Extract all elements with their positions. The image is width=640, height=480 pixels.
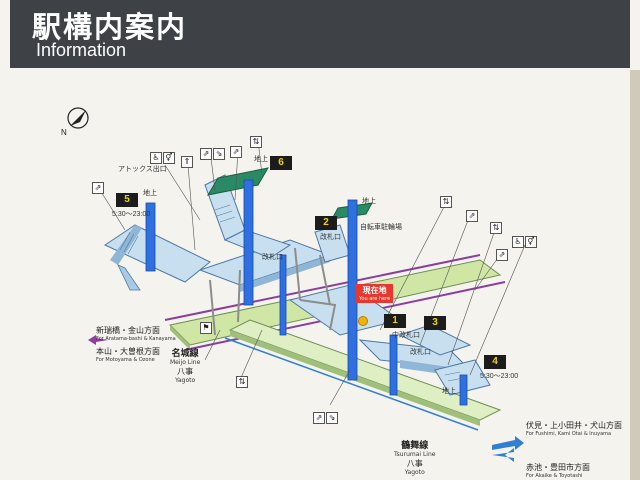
escalator-icon: ⇗: [230, 146, 242, 158]
toilet-icon: ⚑: [200, 322, 212, 334]
you-are-here-dot: [358, 316, 368, 326]
elevator-icon: ⇅: [236, 376, 248, 388]
elevator-icon: ⇅: [440, 196, 452, 208]
exit-5-hours: 5:30〜23:00: [112, 211, 151, 218]
compass-icon: [67, 107, 89, 129]
board-header: 駅構内案内 Information: [10, 0, 630, 68]
gate-label: 改札口: [320, 234, 341, 241]
exit-4-hours: 5:30〜23:00: [480, 373, 519, 380]
elevator-icon: ⇅: [250, 136, 262, 148]
destination-fushimi-inuyama: 伏見・上小田井・犬山方面 For Fushimi, Kami Otai & In…: [526, 421, 622, 437]
escalator-icon: ⇗: [466, 210, 478, 222]
gate-label: 改札口: [410, 349, 431, 356]
ground-level-label: 地上: [362, 198, 376, 205]
destination-aratama-kanayama: 新瑞橋・金山方面 For Aratama-bashi & Kanayama: [96, 326, 176, 342]
leader-lines: [99, 139, 526, 406]
wheelchair-icon: ♿: [512, 236, 524, 248]
destination-motoyama-ozone: 本山・大曽根方面 For Motoyama & Ozone: [96, 347, 160, 363]
exit-3-sign: 3: [424, 316, 446, 330]
escalator-icon: ⇗: [92, 182, 104, 194]
exit-5-sign: 5: [116, 193, 138, 207]
exit-4-sign: 4: [484, 355, 506, 369]
wheelchair-icon: ♿: [150, 152, 162, 164]
escalator-icon: ⇘: [326, 412, 338, 424]
exit-1-sign: 1: [384, 314, 406, 328]
atax-exit-label: アトックス出口: [118, 166, 167, 173]
page-title: 駅構内案内: [32, 10, 188, 44]
elevator-icon: ⇅: [490, 222, 502, 234]
stairs-icon: ⇑: [181, 156, 193, 168]
exit-6-sign: 6: [270, 156, 292, 170]
tsurumai-line-label: 鶴舞線 Tsurumai Line 八事 Yagoto: [394, 441, 436, 476]
direction-arrows: [88, 335, 524, 462]
bike-parking-label: 自転車駐輪場: [360, 224, 402, 231]
meijo-line-label: 名城線 Meijo Line 八事 Yagoto: [170, 349, 201, 384]
structure-frame: [209, 247, 337, 336]
page-subtitle: Information: [36, 40, 127, 60]
destination-akaike-toyotashi: 赤池・豊田市方面 For Akaike & Toyotashi: [526, 463, 590, 479]
stairs: [119, 204, 464, 382]
ground-level-label: 地上: [143, 190, 157, 197]
gate-label: 改札口: [262, 254, 283, 261]
exit-5-passage: [103, 224, 211, 291]
restroom-icon: ⚥: [525, 236, 537, 248]
exit-2-sign: 2: [315, 216, 337, 230]
ground-level-label: 地上: [254, 156, 268, 163]
gate-label: 中改札口: [392, 332, 420, 339]
you-are-here-marker: 現在地 You are here: [356, 284, 394, 303]
restroom-icon: ⚥: [163, 152, 175, 164]
board-frame: [630, 70, 640, 480]
escalator-icon: ⇗: [200, 148, 212, 160]
escalator-icon: ⇗: [496, 249, 508, 261]
ground-level-label: 地上: [442, 388, 456, 395]
elevator-shafts: [145, 179, 468, 406]
escalator-icon: ⇗: [313, 412, 325, 424]
compass-north-label: N: [61, 128, 67, 137]
escalator-icon: ⇘: [213, 148, 225, 160]
exit-6-passage: [204, 167, 292, 259]
